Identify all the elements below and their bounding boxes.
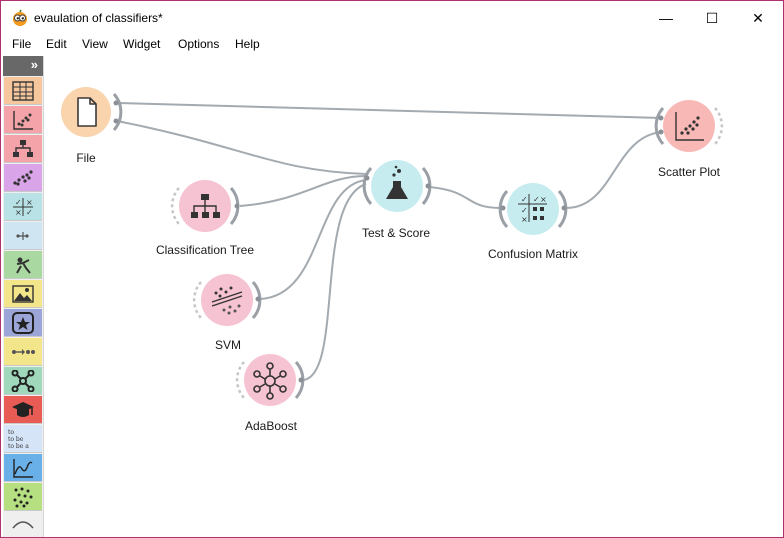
matrix-icon: ✓ ✓ × ✓ × xyxy=(518,194,547,224)
matrix-icon: ✓××✓ xyxy=(13,197,33,217)
close-button[interactable]: ✕ xyxy=(735,1,781,35)
svg-text:✓: ✓ xyxy=(533,195,540,204)
svg-text:to: to xyxy=(8,429,14,436)
file-icon xyxy=(77,97,97,127)
distribution-icon xyxy=(13,169,33,186)
network-icon xyxy=(11,369,35,392)
toolbox-image-analytics[interactable] xyxy=(4,280,42,308)
close-icon: ✕ xyxy=(752,9,764,26)
toolbox-unsupervised[interactable] xyxy=(4,164,42,192)
toolbox-visualize[interactable] xyxy=(4,106,42,134)
more-icon xyxy=(12,521,34,529)
menu-edit[interactable]: Edit xyxy=(46,37,67,51)
orange-app-icon xyxy=(13,9,27,26)
toolbox-more[interactable] xyxy=(4,512,42,536)
widget-scatter-plot[interactable] xyxy=(654,100,724,152)
svg-text:✓: ✓ xyxy=(521,195,528,204)
education-icon xyxy=(12,401,34,417)
spectra-icon xyxy=(13,487,33,507)
text-icon: to to be to be a xyxy=(8,429,29,450)
toolbox-time-series[interactable] xyxy=(4,454,42,482)
svg-text:to be: to be xyxy=(8,436,24,443)
svg-text:×: × xyxy=(26,198,33,207)
tree-icon xyxy=(13,139,33,157)
toolbox-favorites[interactable] xyxy=(4,309,42,337)
widget-confusion-matrix[interactable]: ✓ ✓ × ✓ × xyxy=(498,183,568,235)
svg-text:✓: ✓ xyxy=(26,208,33,217)
toolbox-network[interactable] xyxy=(4,367,42,395)
widget-adaboost[interactable] xyxy=(235,354,305,406)
toolbox-educational[interactable] xyxy=(4,396,42,424)
collapse-icon[interactable]: » xyxy=(30,57,38,72)
minimize-icon: — xyxy=(659,10,673,26)
toolbox-text-mining[interactable]: to to be to be a xyxy=(4,425,42,453)
widget-label-confusion-matrix[interactable]: Confusion Matrix xyxy=(487,247,579,261)
menu-bar: File Edit View Widget Options Help xyxy=(1,35,783,55)
svg-text:to be a: to be a xyxy=(8,443,29,450)
workflow-canvas[interactable]: ✓ ✓ × ✓ × xyxy=(44,56,783,537)
link-tree-test xyxy=(239,175,367,207)
menu-view[interactable]: View xyxy=(82,37,108,51)
scatter-icon xyxy=(13,110,33,130)
widget-test-score[interactable] xyxy=(362,160,432,212)
svm-icon xyxy=(211,286,243,315)
add-icon xyxy=(16,231,29,240)
toolbox-model[interactable] xyxy=(4,135,42,163)
widget-toolbox: » ✓××✓ xyxy=(3,56,44,537)
widget-label-svm[interactable]: SVM xyxy=(214,338,242,352)
minimize-button[interactable]: — xyxy=(643,1,689,35)
star-icon xyxy=(12,311,34,334)
menu-help[interactable]: Help xyxy=(235,37,260,51)
timeseries-icon xyxy=(13,458,33,478)
link-test-confusion xyxy=(428,186,502,209)
toolbox-evaluate[interactable]: ✓××✓ xyxy=(4,193,42,221)
svg-text:×: × xyxy=(15,208,22,217)
tree-icon xyxy=(191,194,220,218)
svg-text:×: × xyxy=(521,215,528,224)
workflow-links: ✓ ✓ × ✓ × xyxy=(61,87,724,406)
widget-label-adaboost[interactable]: AdaBoost xyxy=(244,419,298,433)
title-bar[interactable]: evaulation of classifiers* — ☐ ✕ xyxy=(1,1,783,35)
svg-text:✓: ✓ xyxy=(15,198,22,207)
flask-icon xyxy=(386,165,408,199)
widget-label-classification-tree[interactable]: Classification Tree xyxy=(155,243,255,257)
menu-widget[interactable]: Widget xyxy=(123,37,161,51)
link-file-test xyxy=(116,120,367,175)
data-table-icon xyxy=(12,80,34,101)
toolbox-timeline[interactable] xyxy=(4,338,42,366)
toolbox-data[interactable] xyxy=(4,77,42,105)
menu-options[interactable]: Options xyxy=(178,37,220,51)
widget-label-test-score[interactable]: Test & Score xyxy=(361,226,431,240)
link-svm-test xyxy=(259,179,367,300)
widget-svm[interactable] xyxy=(192,274,262,326)
toolbox-spectroscopy[interactable] xyxy=(4,483,42,511)
toolbox-header[interactable]: » xyxy=(3,56,43,76)
network-icon xyxy=(253,362,287,400)
toolbox-add-ons[interactable] xyxy=(4,222,42,250)
scatter-icon xyxy=(675,112,704,141)
menu-file[interactable]: File xyxy=(12,37,32,51)
model-icon xyxy=(16,257,31,274)
maximize-icon: ☐ xyxy=(705,9,719,26)
window-title: evaulation of classifiers* xyxy=(34,11,163,25)
link-file-scatter xyxy=(116,102,663,119)
link-ada-test xyxy=(302,183,367,381)
widget-classification-tree[interactable] xyxy=(170,180,240,232)
image-icon xyxy=(12,284,34,303)
link-confusion-scatter xyxy=(565,131,663,209)
widget-file[interactable] xyxy=(61,87,123,137)
flow-icon xyxy=(12,348,35,355)
svg-text:✓: ✓ xyxy=(521,206,528,215)
widget-label-file[interactable]: File xyxy=(76,151,96,165)
maximize-button[interactable]: ☐ xyxy=(689,1,735,35)
toolbox-prototypes[interactable] xyxy=(4,251,42,279)
svg-text:×: × xyxy=(540,195,547,204)
widget-label-scatter-plot[interactable]: Scatter Plot xyxy=(657,165,721,179)
